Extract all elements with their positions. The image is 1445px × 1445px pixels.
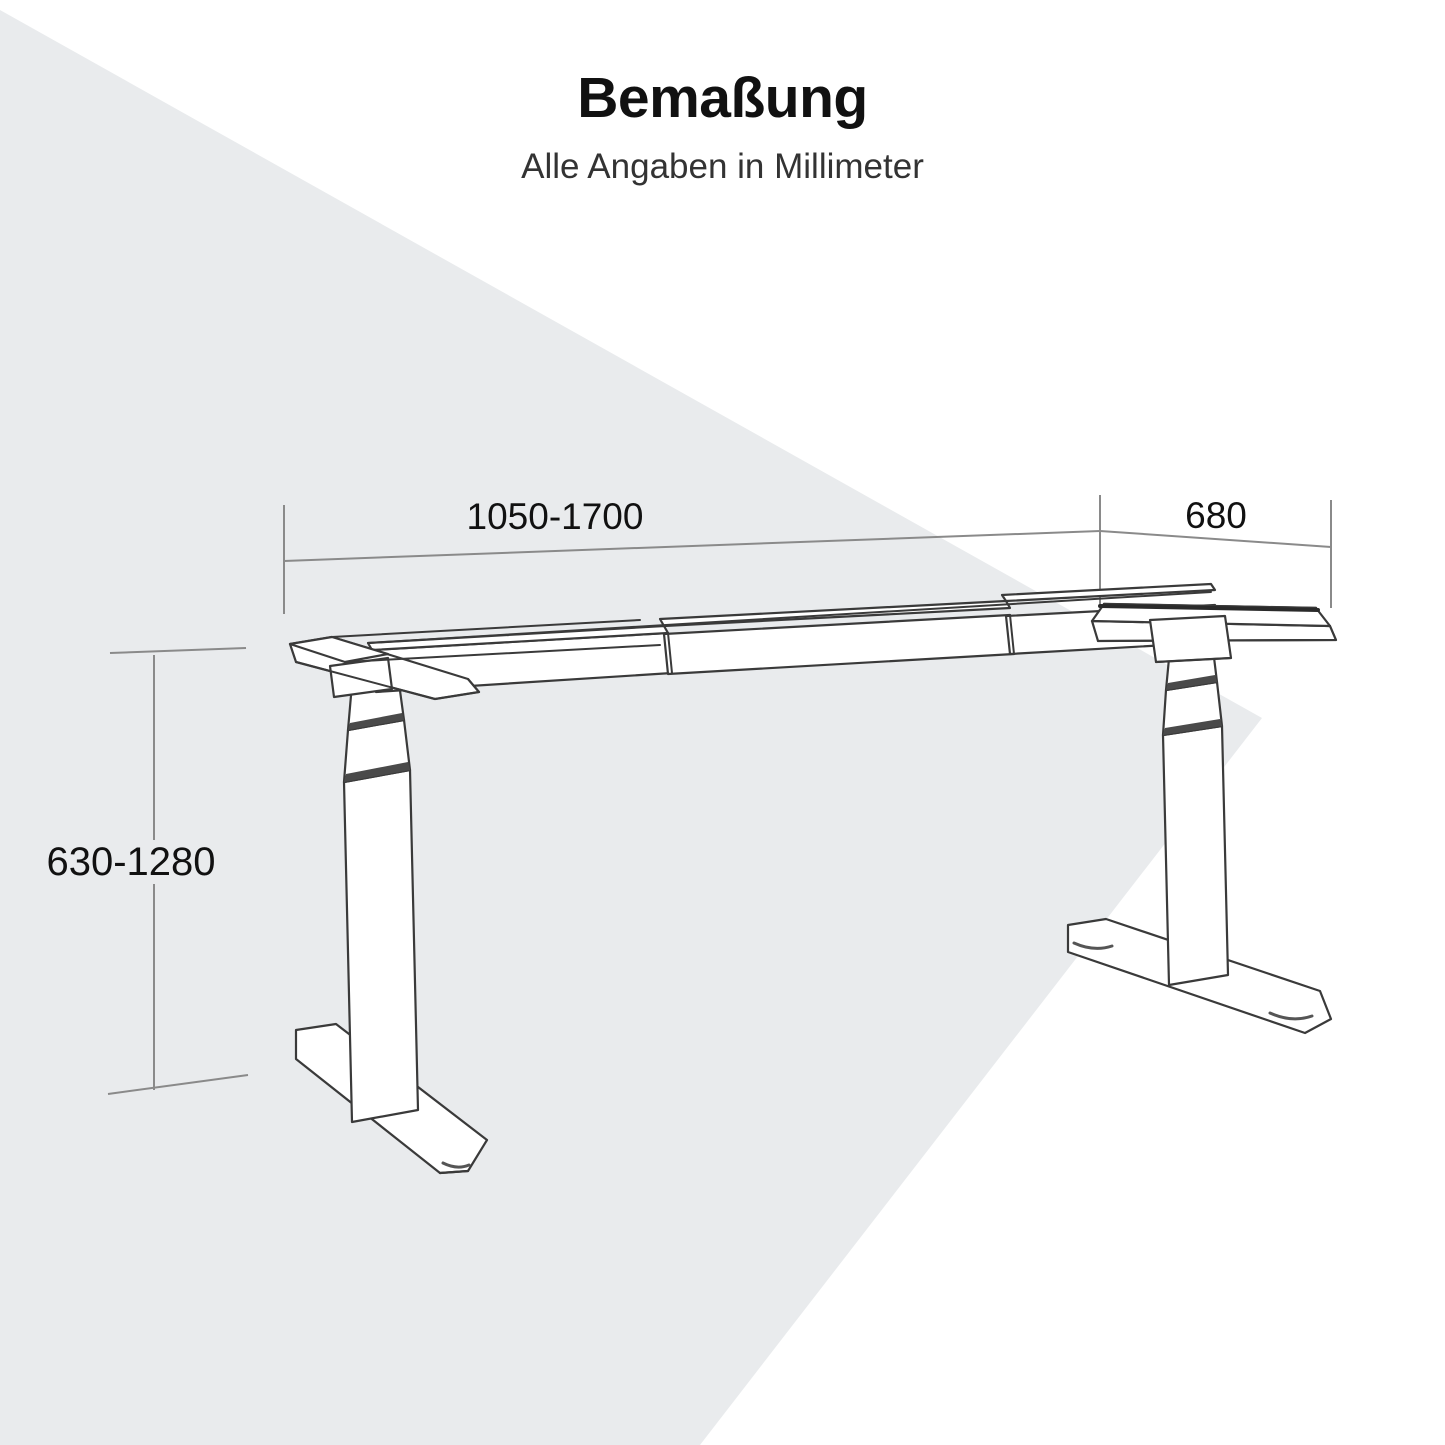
dim-line-depth: [1099, 530, 1332, 548]
dimension-label-height: 630-1280: [0, 840, 262, 885]
ext-line-height-top: [109, 647, 247, 654]
telescopic-column-left: [342, 674, 420, 1124]
dimension-label-width: 1050-1700: [466, 496, 644, 537]
mounting-plate-left: [288, 619, 661, 701]
dim-line-width: [283, 530, 1101, 562]
desk-frame: [288, 582, 1338, 1175]
control-panel: [328, 656, 394, 699]
telescopic-column-right: [1161, 639, 1230, 987]
corner-bracket-right: [1148, 614, 1233, 664]
dimension-label-depth: 680: [1185, 495, 1247, 536]
dimension-label-height-text: 630-1280: [44, 840, 218, 884]
ext-line-height-bottom: [107, 1074, 249, 1095]
background-band: [0, 10, 1262, 1445]
